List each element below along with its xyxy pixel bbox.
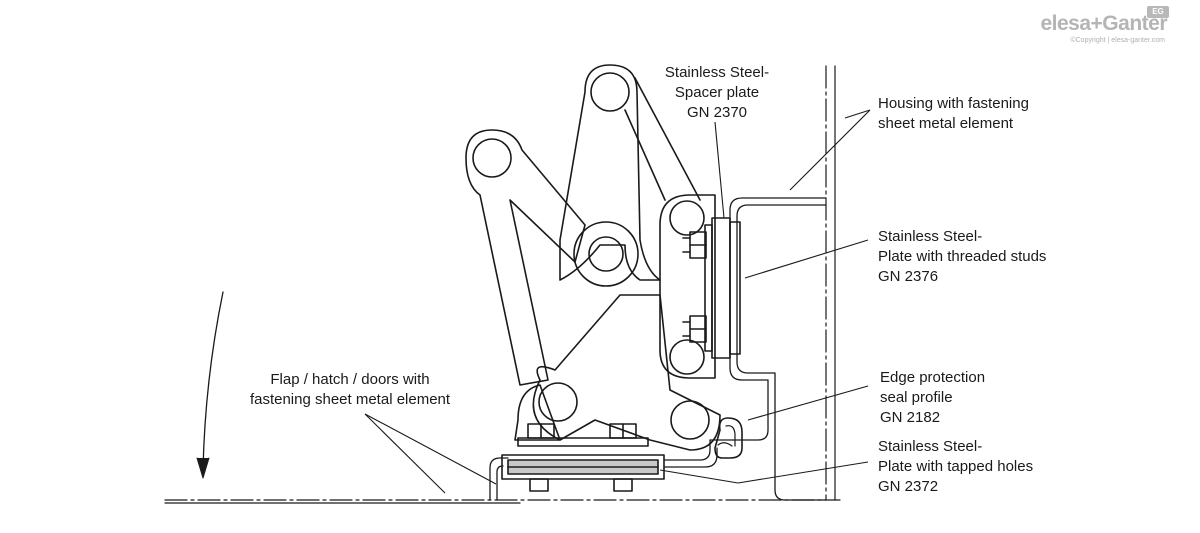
bolt-bottom-left xyxy=(529,478,549,492)
threaded-studs-plate-inner xyxy=(704,224,713,352)
swing-arrow xyxy=(202,291,224,471)
housing-sheet-metal xyxy=(729,197,827,441)
leader-edge-protection xyxy=(747,385,869,421)
upper-diagonal-link xyxy=(634,77,701,201)
leader-tapped-holes xyxy=(737,461,869,484)
main-link xyxy=(559,64,661,281)
label-spacer-plate: Stainless Steel- Spacer plate GN 2370 xyxy=(664,64,770,121)
label-flap: Flap / hatch / doors with fastening shee… xyxy=(249,371,451,408)
leader-spacer-plate xyxy=(714,121,725,219)
label-threaded-studs: Stainless Steel- Plate with threaded stu… xyxy=(878,228,1047,285)
lower-right-pivot xyxy=(670,400,710,440)
bracket-pivot-lower xyxy=(669,339,705,375)
lower-left-pivot xyxy=(538,382,578,422)
elesa-ganter-logo: EG elesa+Ganter ©Copyright | elesa-gante… xyxy=(977,6,1169,48)
leader-flap-1 xyxy=(364,413,446,494)
top-pivot xyxy=(590,72,630,112)
base-bracket xyxy=(514,384,561,441)
lower-arm xyxy=(532,294,721,451)
middle-pivot-outer xyxy=(573,221,639,287)
label-edge-protection: Edge protection seal profile GN 2182 xyxy=(880,369,986,426)
label-tapped-holes: Stainless Steel- Plate with tapped holes… xyxy=(878,438,1034,495)
middle-pivot xyxy=(588,236,624,272)
flap-right-step xyxy=(663,439,743,461)
label-housing: Housing with fastening sheet metal eleme… xyxy=(878,95,1029,132)
bolt-bottom-right xyxy=(613,478,633,492)
flap-sheet-metal xyxy=(489,457,509,501)
base-plate-top xyxy=(517,437,649,447)
bracket-pivot-upper xyxy=(669,200,705,236)
seal-profile xyxy=(714,417,743,459)
spacer-plate xyxy=(729,221,741,355)
leader-threaded-studs xyxy=(744,239,869,279)
left-pivot xyxy=(472,138,512,178)
leader-housing-1 xyxy=(789,109,871,191)
swing-arrow-head xyxy=(196,457,210,479)
housing-sheet-metal-inner xyxy=(736,204,827,501)
flap-sheet-metal-2 xyxy=(496,465,504,501)
housing-bracket xyxy=(659,194,716,379)
leader-flap-2 xyxy=(364,413,497,485)
logo-copyright: ©Copyright | elesa-ganter.com xyxy=(1070,37,1165,44)
leader-housing-2 xyxy=(844,109,871,119)
logo-brand: elesa+Ganter xyxy=(1040,12,1167,35)
left-link xyxy=(465,129,586,386)
eg-badge: EG xyxy=(1147,6,1169,18)
